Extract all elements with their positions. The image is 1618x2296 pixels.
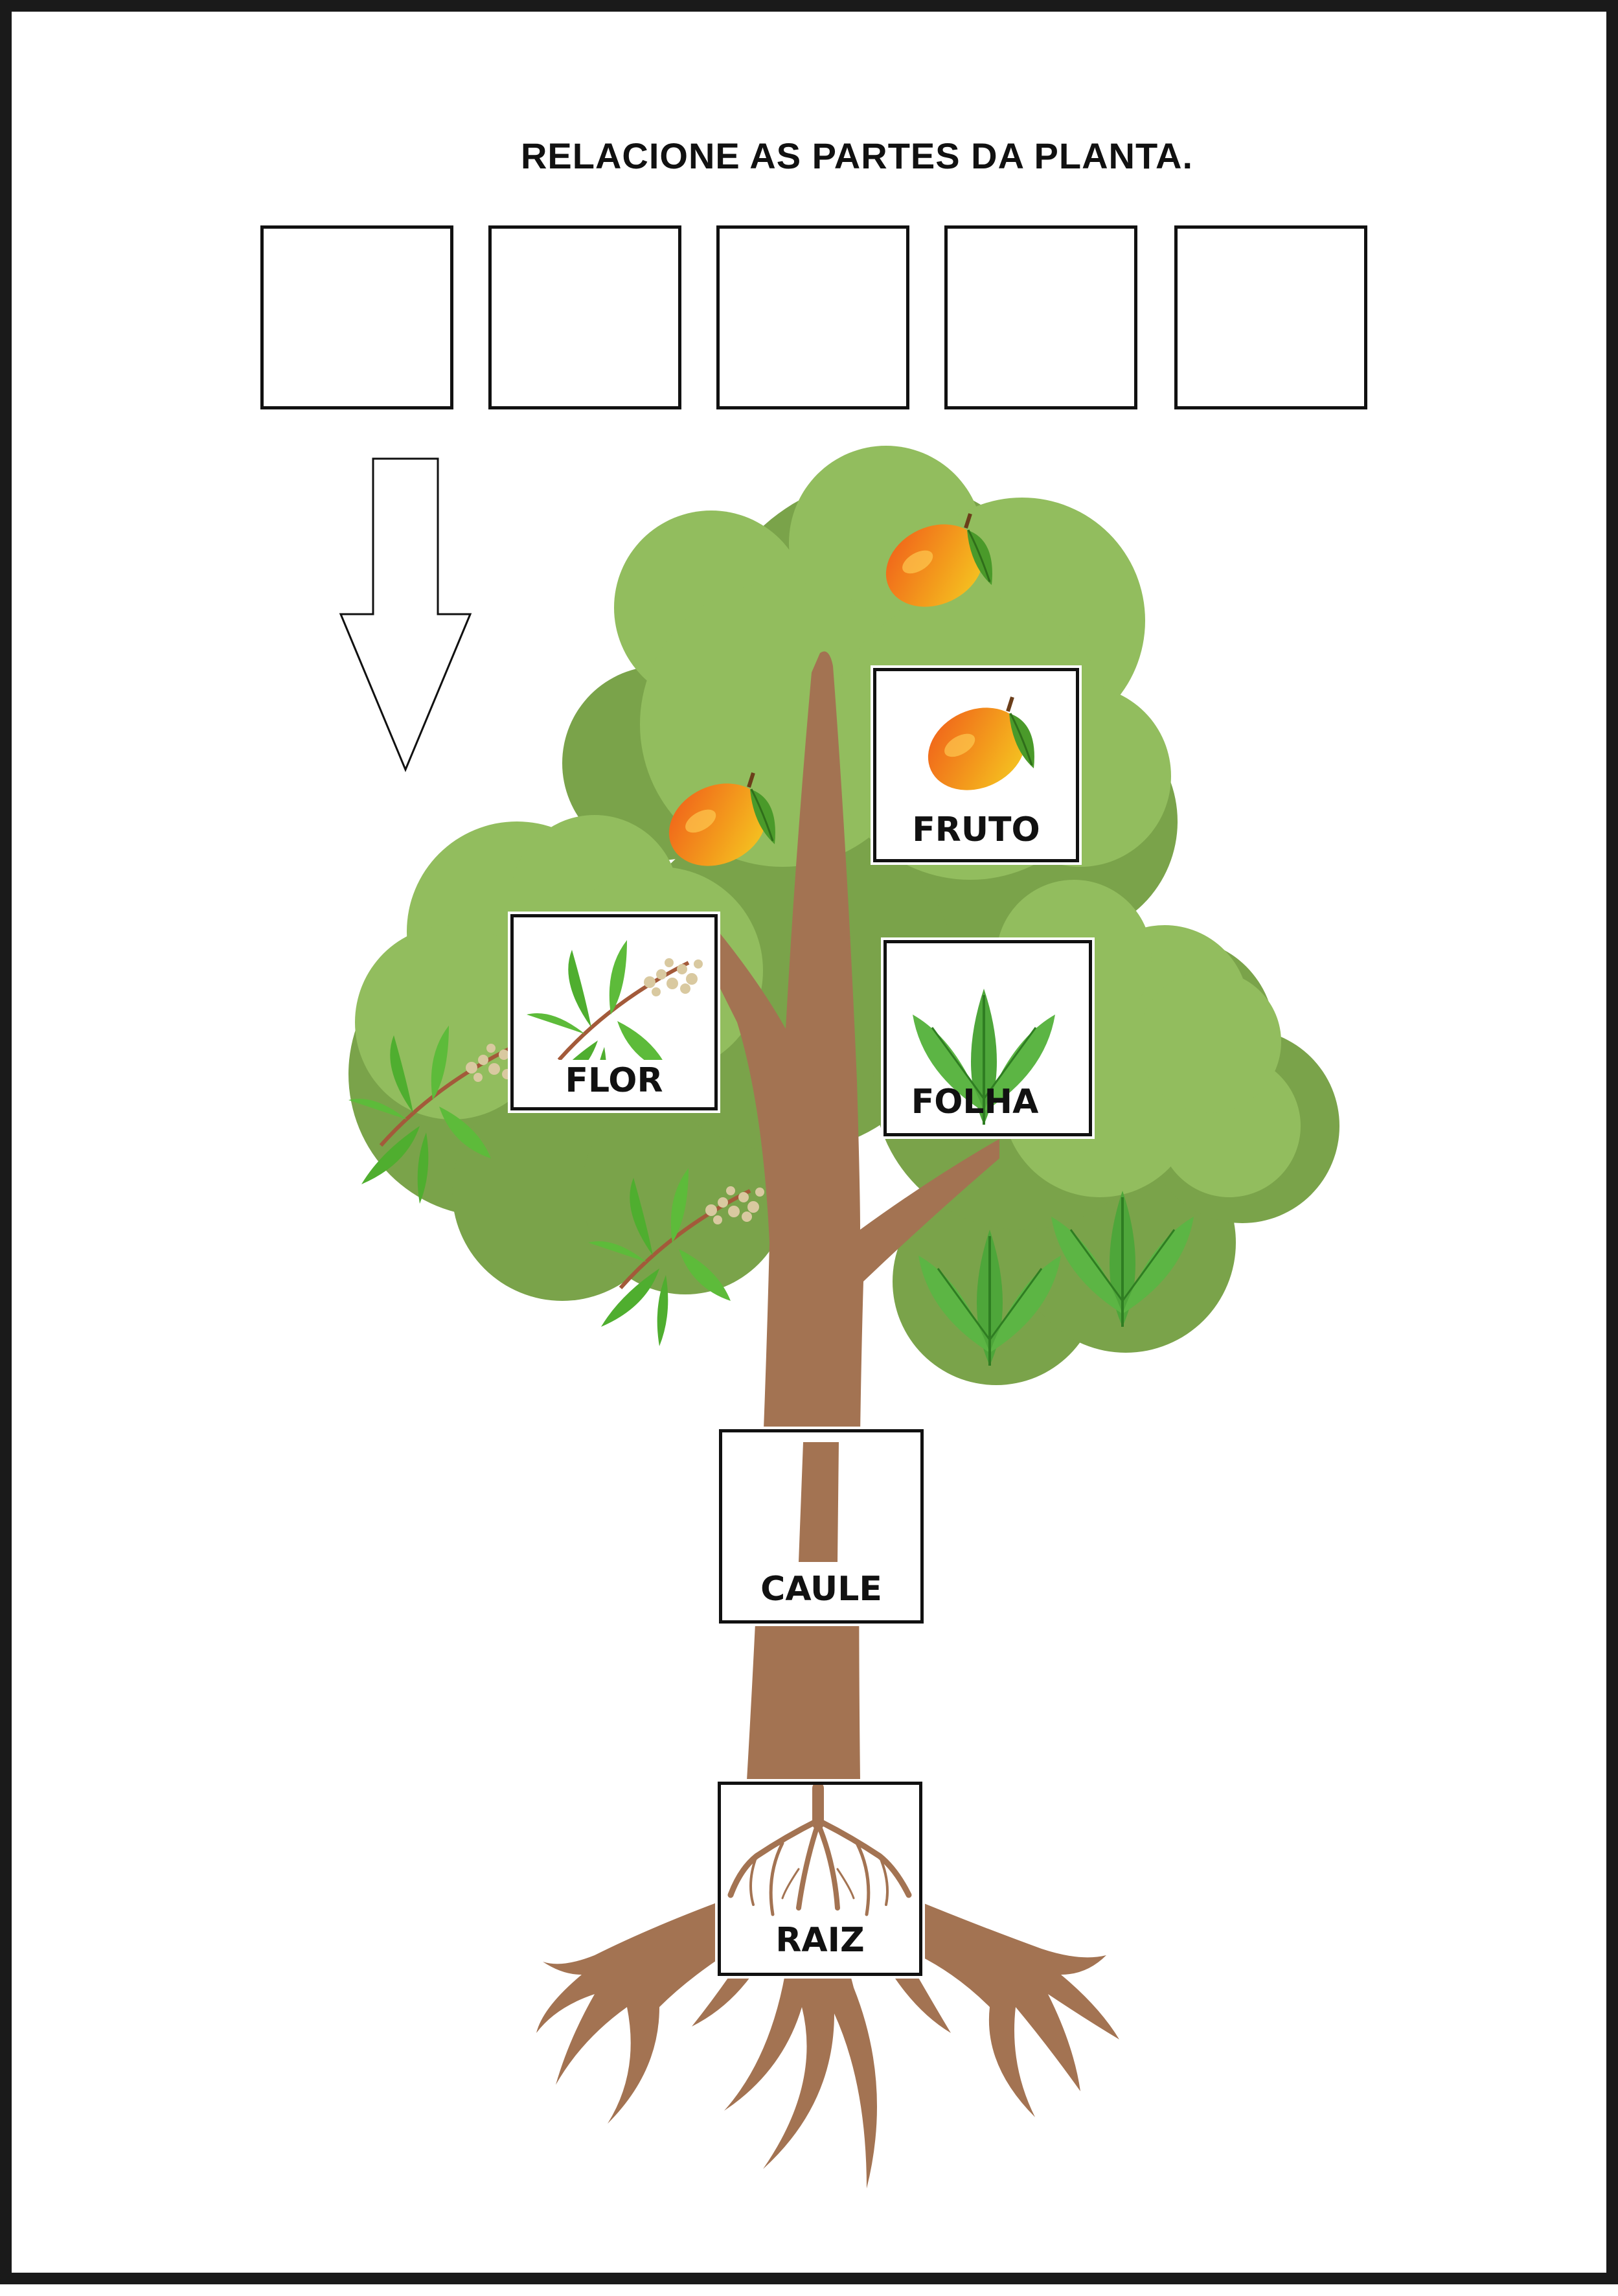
answer-box-1[interactable]	[260, 225, 453, 409]
card-fruto[interactable]: FRUTO	[871, 665, 1082, 865]
roots-icon	[536, 1890, 1119, 2188]
down-arrow-icon	[339, 457, 472, 772]
card-folha-label: FOLHA	[911, 1083, 1039, 1121]
card-flor-label: FLOR	[565, 1061, 663, 1100]
answer-box-5[interactable]	[1174, 225, 1367, 409]
card-raiz-label: RAIZ	[775, 1921, 865, 1960]
trunk-icon	[799, 1442, 839, 1562]
flower-branch-icon	[514, 917, 714, 1060]
answer-box-4[interactable]	[944, 225, 1137, 409]
card-raiz[interactable]: RAIZ	[715, 1779, 925, 1979]
card-folha[interactable]: FOLHA	[881, 937, 1095, 1139]
page-title: RELACIONE AS PARTES DA PLANTA.	[520, 135, 1194, 176]
card-fruto-label: FRUTO	[912, 810, 1040, 849]
answer-box-2[interactable]	[488, 225, 681, 409]
mango-icon	[876, 671, 1076, 794]
answer-box-3[interactable]	[716, 225, 909, 409]
roots-icon	[727, 1785, 912, 1916]
card-flor[interactable]: FLOR	[508, 912, 720, 1113]
card-caule[interactable]: CAULE	[716, 1427, 926, 1626]
card-caule-label: CAULE	[760, 1570, 882, 1609]
